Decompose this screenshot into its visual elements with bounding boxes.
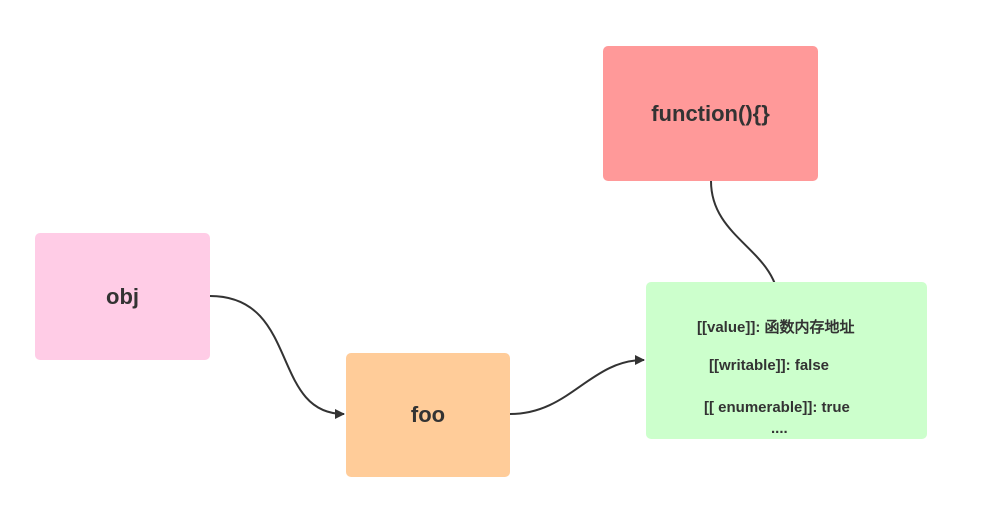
descriptor-writable-line: [[writable]]: false (709, 357, 830, 374)
edge-foo-to-descriptor (509, 355, 645, 415)
foo-node: foo (346, 353, 510, 477)
edge-obj-to-foo (209, 295, 345, 419)
descriptor-enumerable-line: [[ enumerable]]: true (704, 399, 850, 416)
property-descriptor-node: [[value]]: 函数内存地址 [[writable]]: false [[… (646, 282, 927, 439)
function-node-label: function(){} (651, 100, 770, 126)
obj-node-label: obj (106, 283, 139, 309)
obj-node: obj (35, 233, 210, 360)
descriptor-value-line: [[value]]: 函数内存地址 (697, 319, 855, 336)
descriptor-ellipsis-line: .... (771, 420, 788, 437)
foo-node-label: foo (410, 402, 446, 427)
function-node: function(){} (603, 46, 818, 181)
